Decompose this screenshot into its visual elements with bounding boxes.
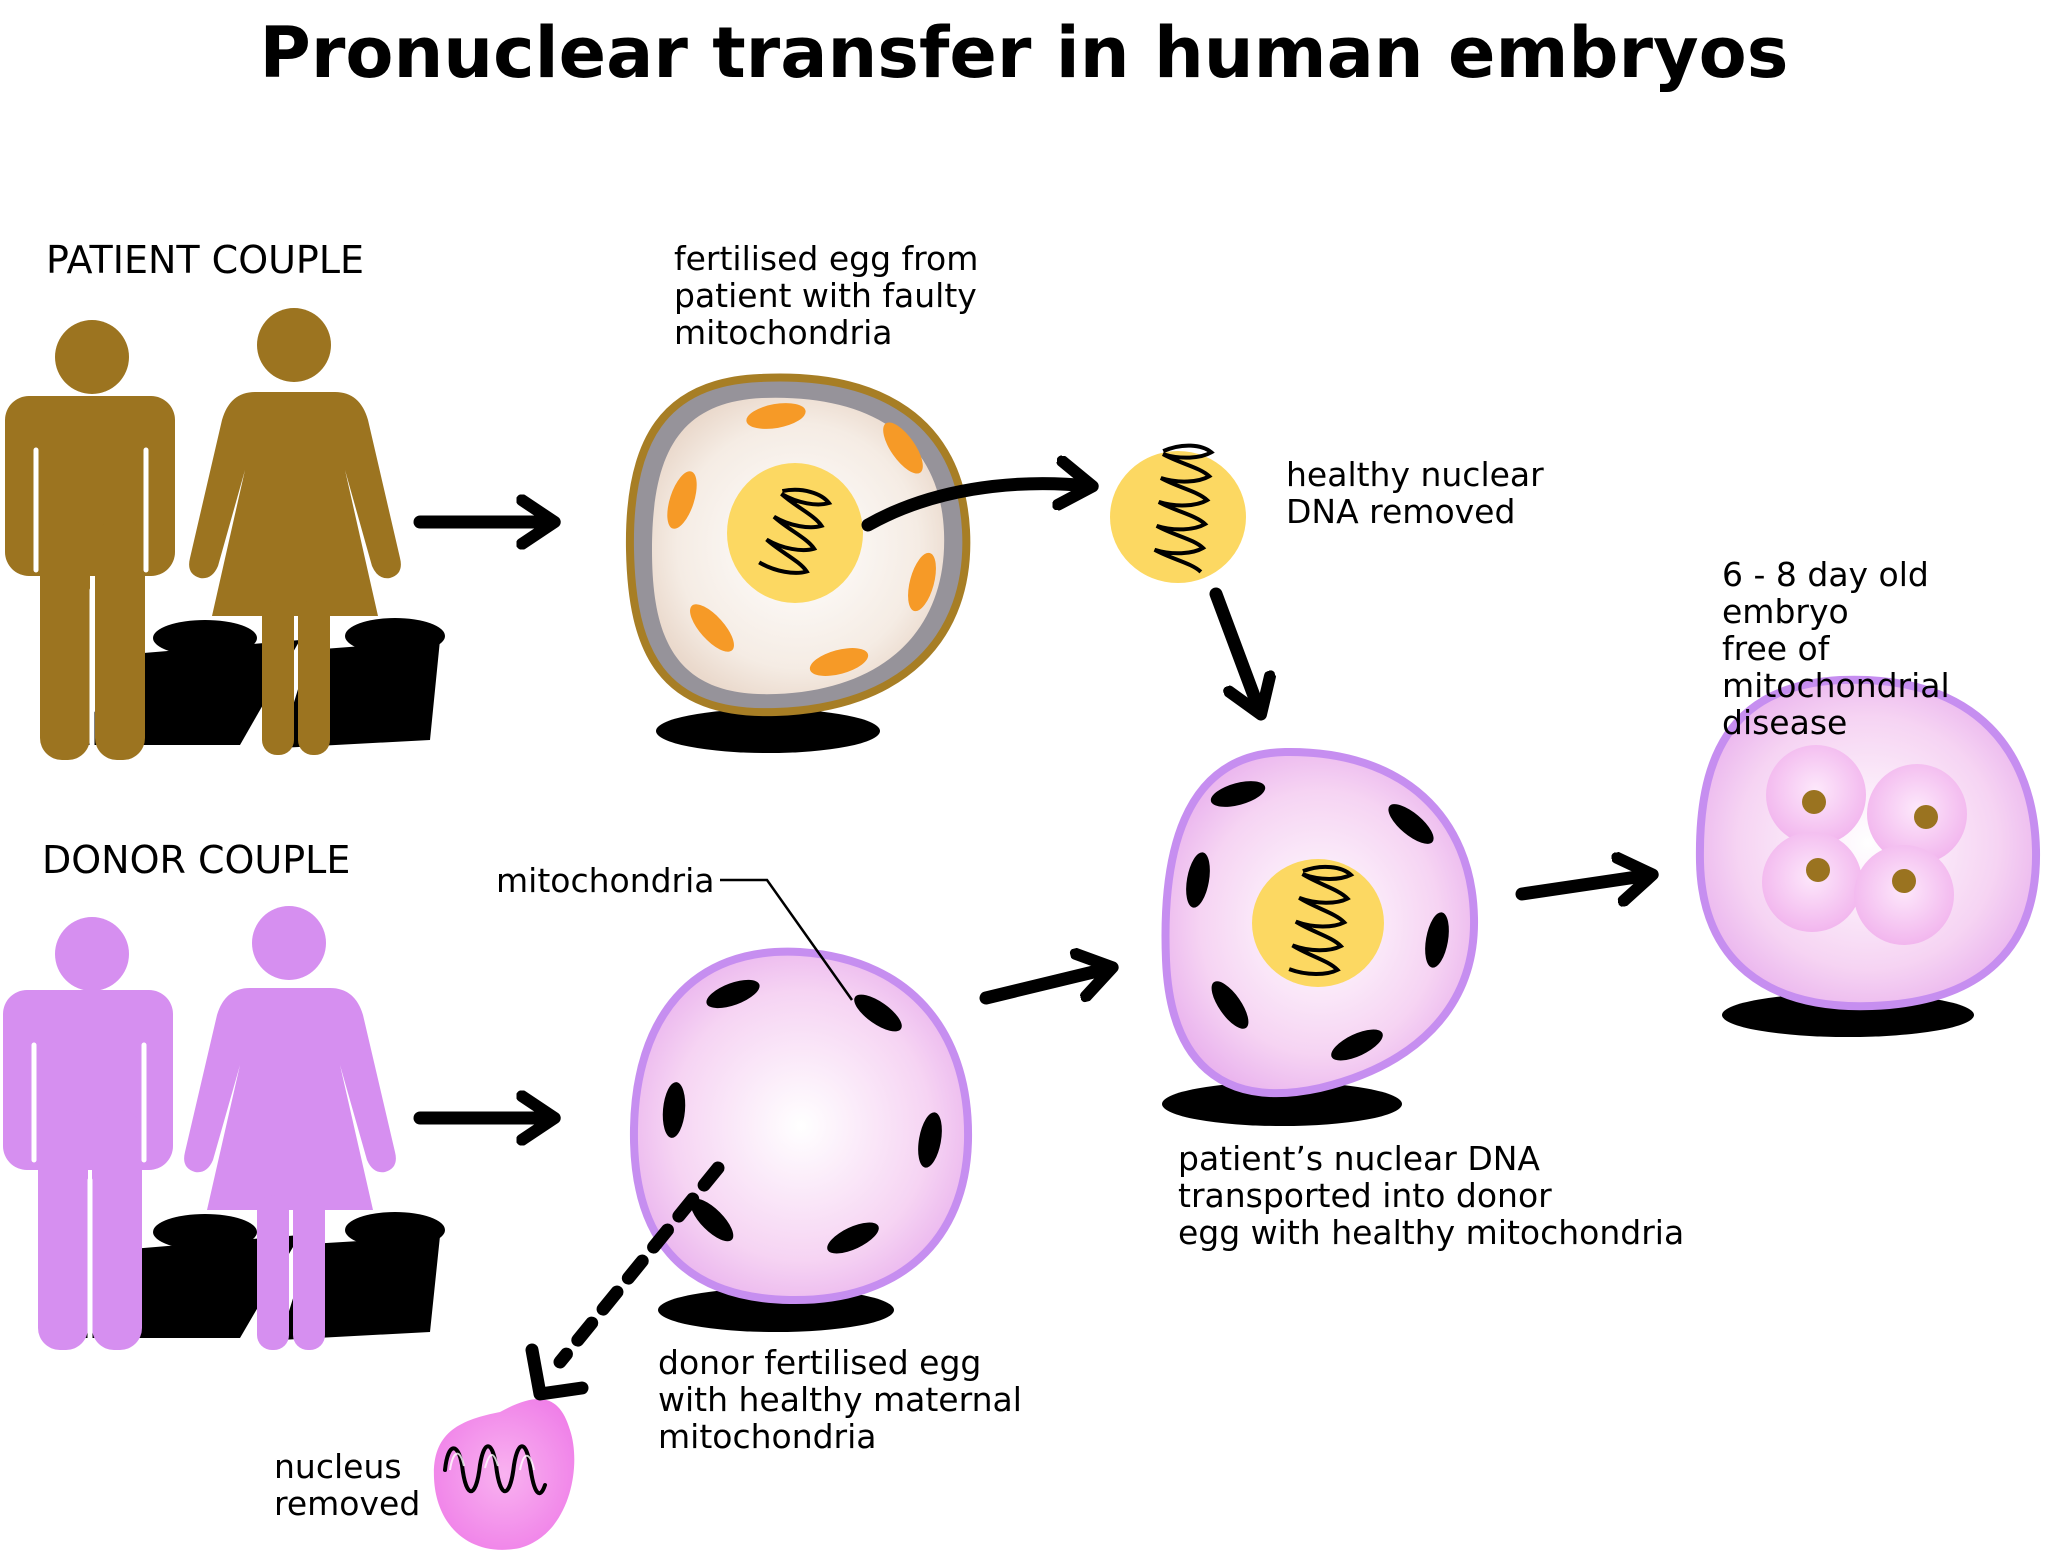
healthy-mitochondria [662, 979, 942, 1254]
man-icon [5, 320, 175, 760]
patient-couple-figures [5, 308, 445, 760]
donor-egg-body [629, 947, 973, 1305]
mitochondria-label: mitochondria [496, 861, 715, 900]
faulty-mitochondria [667, 403, 936, 676]
transferred-nucleus [1252, 859, 1384, 987]
arrow-reconstructed-to-embryo [1515, 875, 1650, 894]
reconstructed-egg-shadow [1162, 1082, 1402, 1126]
donor-egg-label: donor fertilised egg with healthy matern… [658, 1343, 1022, 1456]
embryo-label: 6 - 8 day old embryo free of mitochondri… [1722, 555, 1950, 742]
removed-nucleus [433, 1399, 575, 1550]
donor-couple-figures [3, 906, 445, 1350]
donor-couple-heading: DONOR COUPLE [42, 838, 351, 882]
patient-egg-label: fertilised egg from patient with faulty … [674, 239, 979, 352]
transported-label: patient’s nuclear DNA transported into d… [1178, 1139, 1685, 1252]
embryo-cells [1762, 745, 1967, 945]
man-icon [3, 917, 173, 1350]
man-icon-detail [31, 1042, 147, 1348]
healthy-mitochondria [1186, 781, 1449, 1061]
arrow-remove-donor-nucleus-head [525, 1343, 589, 1401]
arrows [413, 484, 1650, 1401]
patient-fertilised-egg [625, 373, 971, 753]
extracted-dna-icon [1153, 443, 1215, 574]
embryo-cell-nuclei [1802, 790, 1938, 893]
patient-dna-icon [758, 487, 833, 575]
removed-dna-icon [443, 1444, 547, 1496]
arrow-remove-donor-nucleus [553, 1161, 725, 1369]
woman-icon [184, 906, 396, 1350]
man-icon-detail [33, 447, 149, 758]
page-title: Pronuclear transfer in human embryos [259, 12, 1789, 94]
patient-couple-heading: PATIENT COUPLE [46, 238, 365, 282]
patient-egg-shadow [656, 709, 880, 753]
woman-icon [189, 308, 401, 755]
mitochondria-pointer [720, 878, 854, 1001]
arrow-extract-nucleus [861, 484, 1090, 532]
extracted-nucleus [1110, 443, 1246, 583]
donor-fertilised-egg [629, 878, 973, 1332]
reconstructed-egg [1161, 747, 1479, 1126]
embryo [1695, 675, 2041, 1037]
arrow-nucleus-to-donor-egg [1209, 587, 1260, 712]
arrow-donor-egg-to-reconstructed [979, 968, 1110, 1005]
transferred-dna-icon [1288, 864, 1355, 977]
nuclear-dna-removed-label: healthy nuclear DNA removed [1286, 455, 1544, 531]
nucleus-removed-label: nucleus removed [274, 1447, 421, 1523]
